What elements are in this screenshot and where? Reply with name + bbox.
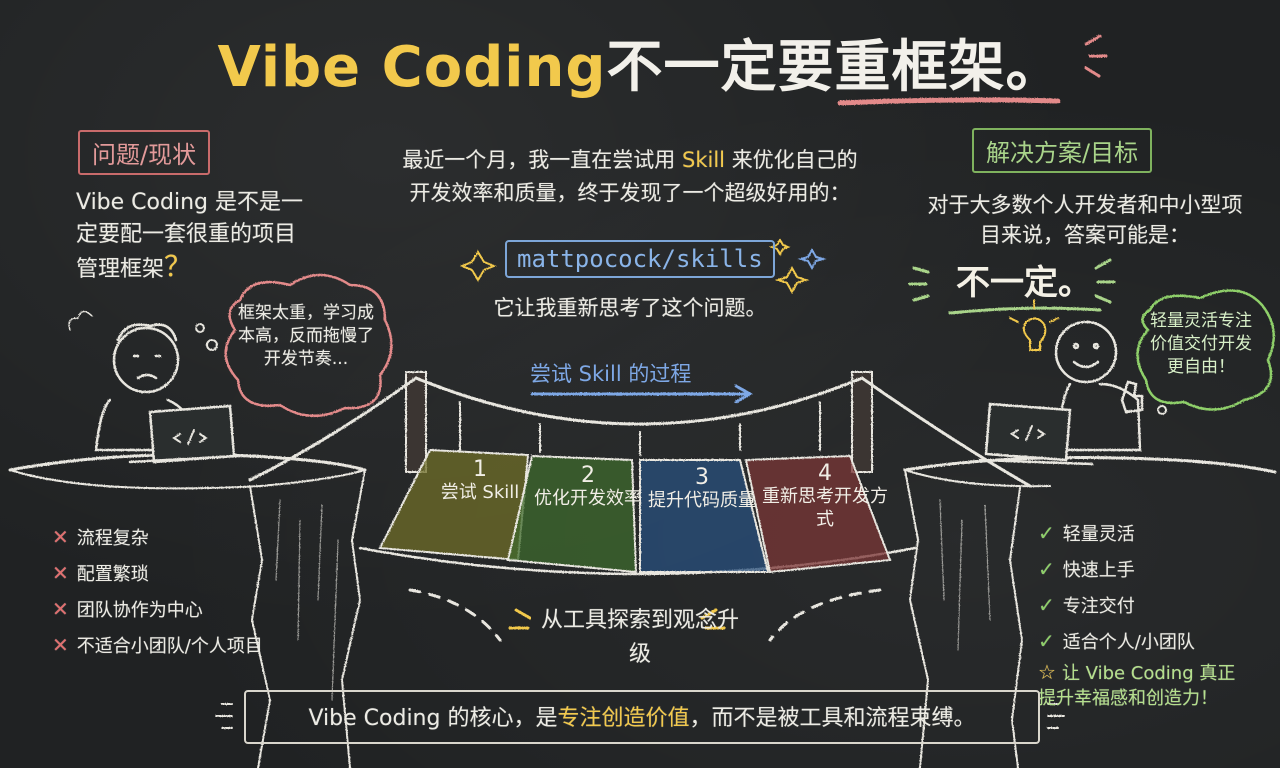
list-item: ✕ 流程复杂	[52, 520, 263, 556]
solution-answer: 不一定。	[956, 263, 1092, 303]
plank-number: 2	[581, 463, 595, 488]
list-item-label: 快速上手	[1062, 560, 1135, 581]
solution-label: 解决方案/目标	[972, 128, 1153, 173]
problem-question: Vibe Coding 是不是一定要配一套很重的项目管理框架？	[76, 187, 316, 286]
cons-list: ✕ 流程复杂 ✕ 配置繁琐 ✕ 团队协作为中心 ✕ 不适合小团队/个人项目	[52, 520, 263, 664]
bottom-highlight: 专注创造价值	[557, 706, 690, 731]
left-thought-bubble	[224, 273, 393, 418]
plank-text: 重新思考开发方式	[762, 486, 888, 530]
plank-number: 3	[695, 465, 709, 490]
check-icon: ✓	[1038, 593, 1055, 617]
plank-text: 优化开发效率	[534, 488, 642, 509]
list-item-label: 流程复杂	[76, 528, 149, 549]
repo-link[interactable]: mattpocock/skills	[505, 240, 775, 278]
left-laptop	[128, 404, 242, 464]
list-item-label: 不适合小团队/个人项目	[76, 636, 263, 657]
list-item: ✕ 团队协作为中心	[52, 592, 263, 628]
title-part-2: 不一定要重框架。	[606, 35, 1063, 100]
title-part-1: Vibe Coding	[217, 35, 607, 100]
list-item: ✓ 轻量灵活	[1038, 516, 1238, 552]
highlight-item: ☆让 Vibe Coding 真正提升幸福感和创造力！	[1038, 660, 1238, 711]
sparkle-icon	[459, 250, 497, 282]
intro-skill: Skill	[682, 148, 725, 172]
star-icon: ☆	[1038, 660, 1056, 684]
list-item-label: 团队协作为中心	[76, 600, 203, 621]
plank-text: 提升代码质量	[648, 490, 756, 511]
plank-text: 尝试 Skill	[440, 482, 520, 503]
bottom-box	[244, 690, 1040, 744]
center-message: 从工具探索到观念升级	[540, 608, 739, 667]
cross-icon: ✕	[52, 597, 69, 621]
question-mark: ？	[164, 250, 193, 283]
highlight-label: 让 Vibe Coding 真正提升幸福感和创造力！	[1038, 663, 1236, 709]
left-bubble-text: 框架太重，学习成本高，反而拖慢了开发节奏...	[238, 303, 374, 369]
right-laptop	[978, 402, 1094, 466]
bottom-suffix: ，而不是被工具和流程束缚。	[689, 706, 976, 731]
cross-icon: ✕	[52, 561, 69, 585]
problem-label: 问题/现状	[78, 130, 211, 175]
pros-list: ✓ 轻量灵活 ✓ 快速上手 ✓ 专注交付 ✓ 适合个人/小团队 ☆让 Vibe Codi…	[1038, 516, 1238, 711]
list-item: ✕ 配置繁琐	[52, 556, 263, 592]
check-icon: ✓	[1038, 521, 1055, 545]
problem-question-text: Vibe Coding 是不是一定要配一套很重的项目管理框架	[76, 190, 303, 282]
page-title: Vibe Coding不一定要重框架。	[0, 22, 1280, 103]
title-underline	[837, 97, 1061, 106]
list-item: ✓ 专注交付	[1038, 588, 1238, 624]
plank-number: 1	[473, 457, 487, 482]
list-item-label: 适合个人/小团队	[1062, 632, 1195, 653]
bottom-prefix: Vibe Coding 的核心，是	[308, 706, 558, 731]
cross-icon: ✕	[52, 525, 69, 549]
intro-line-a: 最近一个月，我一直在尝试用	[402, 148, 676, 172]
right-thought-bubble	[1136, 289, 1275, 411]
worried-person	[68, 310, 192, 452]
list-item: ✕ 不适合小团队/个人项目	[52, 628, 263, 664]
plank-number: 4	[818, 461, 832, 486]
right-bubble-text: 轻量灵活专注价值交付开发更自由！	[1150, 311, 1252, 377]
solution-text: 对于大多数个人开发者和中小型项目来说，答案可能是：	[927, 193, 1243, 247]
check-icon: ✓	[1038, 557, 1055, 581]
list-item-label: 专注交付	[1062, 596, 1135, 617]
lightbulb-icon	[1022, 317, 1047, 351]
list-item: ✓ 适合个人/小团队	[1038, 624, 1238, 660]
intro-line-c: 它让我重新思考了这个问题。	[493, 296, 767, 320]
list-item-label: 轻量灵活	[1062, 524, 1135, 545]
cross-icon: ✕	[52, 633, 69, 657]
bottom-message: Vibe Coding 的核心，是专注创造价值，而不是被工具和流程束缚。	[244, 700, 1040, 732]
happy-person	[1009, 299, 1144, 452]
bridge-planks	[378, 448, 892, 574]
process-label: 尝试 Skill 的过程	[530, 362, 692, 386]
intro-line-b: 来优化自己的开发效率和质量，终于发现了一个超级好用的：	[409, 148, 858, 205]
intro-text: 最近一个月，我一直在尝试用 Skill 来优化自己的开发效率和质量，终于发现了一…	[400, 144, 860, 210]
check-icon: ✓	[1038, 629, 1055, 653]
list-item: ✓ 快速上手	[1038, 552, 1238, 588]
list-item-label: 配置繁琐	[76, 564, 149, 585]
